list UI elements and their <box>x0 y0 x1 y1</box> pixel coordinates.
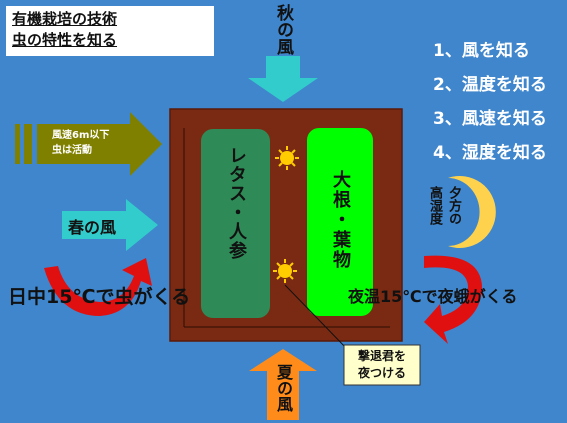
day-temp-label: 日中15℃で虫がくる <box>8 286 191 308</box>
trap-note-line-2: 夜つける <box>357 366 406 380</box>
speed-arrow-stripe-2 <box>24 124 32 164</box>
day-curved-arrow <box>44 258 152 316</box>
humidity-label: 高湿度 <box>427 186 442 225</box>
autumn-wind-label: 秋の風 <box>273 4 293 55</box>
sun-icon-top <box>275 146 299 170</box>
spring-wind-label: 春の風 <box>68 218 117 237</box>
wind-speed-label: 風速6m以下 虫は活動 <box>52 128 109 158</box>
spring-wind-arrow <box>62 199 158 251</box>
wind-speed-arrow <box>37 112 162 176</box>
title-line-1: 有機栽培の技術 <box>12 10 118 28</box>
summer-wind-label: 夏の風 <box>274 364 293 412</box>
right-bed-label: 大根・葉物 <box>330 170 351 270</box>
trap-note-line-1: 撃退君を <box>357 349 406 363</box>
summer-wind-arrow <box>249 349 317 420</box>
point-2: 2、温度を知る <box>433 75 547 95</box>
title-box: 有機栽培の技術 虫の特性を知る <box>6 6 214 56</box>
night-curved-arrow <box>424 255 482 344</box>
evening-label: 夕方の <box>446 186 461 225</box>
point-4: 4、湿度を知る <box>433 143 547 163</box>
left-bed-label: レタス・人参 <box>226 146 247 260</box>
moon-icon <box>448 176 496 249</box>
wind-speed-line-1: 風速6m以下 <box>52 130 110 141</box>
wind-speed-line-2: 虫は活動 <box>52 145 92 156</box>
night-temp-label: 夜温15℃で夜蛾がくる <box>348 287 518 306</box>
trap-pointer-line <box>284 284 349 351</box>
point-1: 1、風を知る <box>433 41 530 61</box>
left-bed <box>201 129 270 318</box>
trap-note-box <box>343 344 421 386</box>
right-bed <box>307 128 373 316</box>
trap-note: 撃退君を 夜つける <box>347 348 417 382</box>
speed-arrow-stripe-1 <box>15 124 20 164</box>
sun-icon-bottom <box>273 259 297 283</box>
point-3: 3、風速を知る <box>433 109 547 129</box>
title-line-2: 虫の特性を知る <box>12 31 118 49</box>
autumn-wind-arrow <box>248 56 318 102</box>
